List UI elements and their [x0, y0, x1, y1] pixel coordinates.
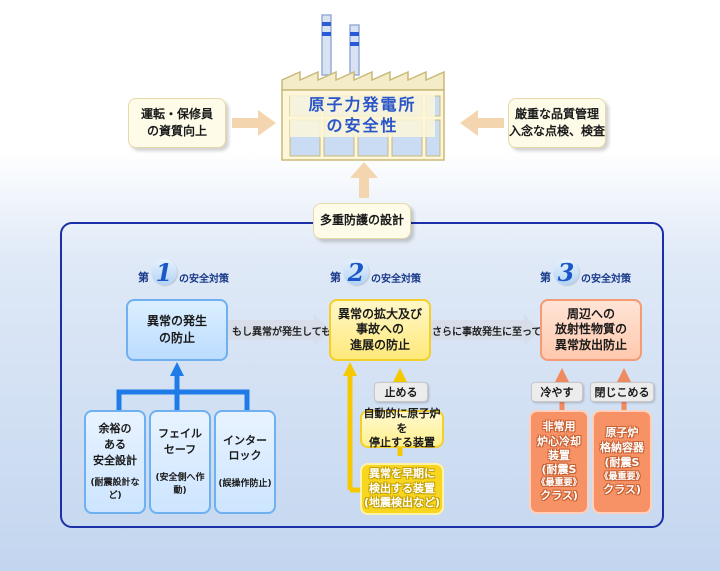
auto-shutdown-box: 自動的に原子炉を 停止する装置: [360, 406, 444, 450]
arrow-right-icon: [232, 110, 276, 136]
arrow-up-icon: [350, 162, 378, 198]
cool-tag: 冷やす: [531, 382, 583, 402]
prevent-occurrence-line1: 異常の発生: [146, 313, 207, 328]
fail-safe-line3: (安全側へ作動): [155, 472, 205, 496]
prevent-escalation-box: 異常の拡大及び 事故への 進展の防止: [329, 299, 431, 361]
eccs-line5: 《最重要》: [536, 477, 582, 488]
level-2-dai: 第: [330, 271, 341, 284]
safety-margin-line4: (耐震設計など): [90, 477, 140, 501]
level-2-number: 2: [343, 258, 369, 287]
stop-tag: 止める: [374, 382, 428, 402]
early-detection-line2: 検出する装置: [369, 481, 435, 495]
level-3-dai: 第: [540, 271, 551, 284]
level-1-dai: 第: [138, 271, 149, 284]
containment-line4: 《最重要》: [599, 471, 645, 482]
prevent-escalation-line1: 異常の拡大及び: [337, 306, 422, 321]
safety-margin-design-box: 余裕の ある 安全設計 (耐震設計など): [84, 410, 146, 514]
early-detection-line3: (地震検出など): [363, 496, 441, 510]
containment-vessel-box: 原子炉 格納容器 (耐震S 《最重要》 クラス): [592, 410, 652, 514]
prevent-release-line3: 異常放出防止: [554, 337, 627, 352]
prevent-release-line2: 放射性物質の: [554, 322, 627, 337]
plant-title-line2: の安全性: [326, 115, 399, 135]
contain-tag: 閉じこめる: [590, 382, 654, 402]
eccs-line4: (耐震S: [541, 463, 577, 477]
prevent-escalation-line3: 進展の防止: [349, 337, 410, 352]
early-detection-line1: 異常を早期に: [369, 466, 435, 480]
operator-quality-line2: の資質向上: [146, 124, 207, 138]
eccs-line1: 非常用: [542, 420, 576, 434]
eccs-line6: クラス): [540, 489, 578, 503]
eccs-line2: 炉心冷却: [537, 434, 581, 448]
early-detection-box: 異常を早期に 検出する装置 (地震検出など): [360, 463, 444, 515]
quality-control-box: 厳重な品質管理 入念な点検、検査: [508, 98, 606, 148]
fail-safe-box: フェイル セーフ (安全側へ作動): [149, 410, 211, 514]
interlock-box: インター ロック (誤操作防止): [214, 410, 276, 514]
emergency-core-cooling-box: 非常用 炉心冷却 装置 (耐震S 《最重要》 クラス): [529, 410, 589, 514]
level-2-suffix: の安全対策: [371, 274, 421, 285]
transition-arrow-1: [228, 314, 330, 346]
level-3-label: 第 3 の安全対策: [540, 258, 631, 287]
auto-shutdown-line1: 自動的に原子炉を: [363, 406, 441, 435]
quality-control-line2: 入念な点検、検査: [509, 124, 606, 138]
arrow-left-icon: [460, 110, 504, 136]
auto-shutdown-line2: 停止する装置: [369, 436, 435, 450]
fail-safe-line2: セーフ: [163, 442, 197, 456]
level-1-suffix: の安全対策: [179, 274, 229, 285]
containment-line5: クラス): [603, 482, 641, 496]
safety-margin-line3: 安全設計: [93, 453, 137, 467]
safety-margin-line1: 余裕の: [98, 422, 132, 436]
level-3-suffix: の安全対策: [581, 274, 631, 285]
level-3-number: 3: [553, 258, 579, 287]
operator-quality-line1: 運転・保修員: [140, 106, 213, 121]
fail-safe-line1: フェイル: [158, 427, 202, 441]
quality-control-line1: 厳重な品質管理: [514, 106, 599, 121]
safety-margin-line2: ある: [104, 437, 126, 451]
containment-line2: 格納容器: [600, 441, 644, 455]
eccs-line3: 装置: [548, 449, 570, 462]
transition-arrow-2: [430, 314, 540, 346]
plant-title-line1: 原子力発電所: [308, 95, 417, 114]
prevent-occurrence-box: 異常の発生 の防止: [126, 299, 228, 361]
interlock-line3: (誤操作防止): [218, 479, 272, 490]
containment-line3: (耐震S: [604, 455, 640, 469]
defense-in-depth-label: 多重防護の設計: [313, 203, 411, 239]
prevent-escalation-line2: 事故への: [355, 322, 404, 337]
prevent-release-box: 周辺への 放射性物質の 異常放出防止: [540, 299, 642, 361]
prevent-release-line1: 周辺への: [566, 306, 615, 321]
interlock-line2: ロック: [228, 449, 262, 463]
level-1-number: 1: [151, 258, 177, 287]
blue-connector: [116, 362, 250, 412]
operator-quality-box: 運転・保修員 の資質向上: [128, 98, 226, 148]
prevent-occurrence-line2: の防止: [158, 331, 195, 345]
containment-line1: 原子炉: [605, 426, 639, 440]
level-2-label: 第 2 の安全対策: [330, 258, 421, 287]
plant-title: 原子力発電所 の安全性: [290, 95, 435, 137]
interlock-line1: インター: [223, 433, 267, 447]
level-1-label: 第 1 の安全対策: [138, 258, 229, 287]
power-plant-illustration: [281, 14, 445, 161]
transition-label-1: もし異常が発生しても: [232, 327, 332, 338]
transition-label-2: さらに事故発生に至っても: [432, 327, 551, 338]
